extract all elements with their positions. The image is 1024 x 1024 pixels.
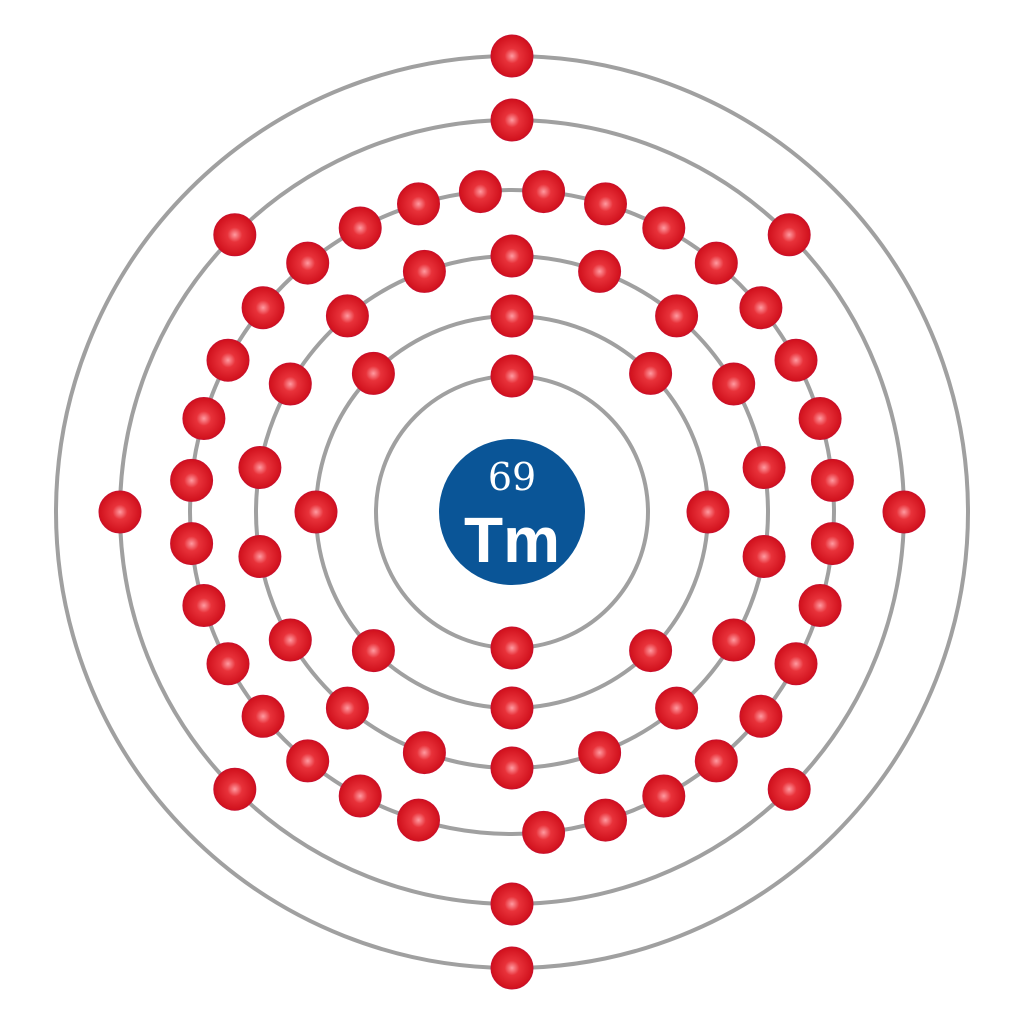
electron-shell-3-15 [238, 446, 282, 489]
electron-shell-1-1 [490, 354, 534, 398]
electron-shell-4-18 [338, 774, 382, 818]
electron-shell-5-1 [490, 98, 534, 142]
electron-shell-6-2 [490, 946, 534, 990]
electron-shell-4-1 [522, 170, 566, 214]
electron-shell-3-2 [578, 249, 622, 293]
electron-shell-5-2 [767, 213, 811, 257]
electron-shell-3-3 [655, 294, 699, 338]
electron-shell-5-6 [213, 767, 257, 811]
electron-shell-5-8 [213, 213, 257, 257]
electron-shell-4-30 [397, 182, 440, 226]
electron-shell-5-4 [767, 767, 811, 811]
electron-shell-3-18 [402, 249, 446, 293]
electron-shell-4-11 [774, 642, 818, 686]
electron-shell-3-16 [268, 362, 312, 406]
electron-shell-4-28 [286, 241, 330, 285]
electron-shell-4-12 [739, 694, 783, 738]
electron-shell-4-22 [182, 584, 226, 627]
electron-shell-4-8 [810, 458, 854, 502]
electron-shell-4-7 [798, 397, 842, 440]
electron-shell-2-2 [629, 351, 673, 395]
electron-shell-4-13 [694, 739, 738, 783]
electron-shell-3-8 [655, 686, 699, 730]
electron-shell-1-2 [490, 626, 534, 670]
electron-shell-5-5 [490, 882, 534, 926]
electron-shell-4-20 [241, 694, 285, 738]
electron-shell-4-2 [584, 182, 627, 226]
electron-shell-4-27 [241, 286, 285, 330]
electron-shell-3-4 [712, 362, 756, 406]
electron-shell-4-26 [206, 338, 250, 382]
electron-shell-2-3 [686, 490, 730, 534]
electron-shell-4-3 [642, 206, 686, 250]
electron-shell-3-13 [268, 618, 312, 662]
electron-shell-4-17 [397, 798, 440, 842]
electron-shell-4-10 [798, 584, 842, 627]
electron-shell-3-12 [325, 686, 369, 730]
electron-shell-2-6 [351, 629, 395, 673]
electron-shell-3-7 [712, 618, 756, 662]
electron-shell-2-5 [490, 686, 534, 730]
electron-shell-4-16 [522, 810, 566, 854]
nucleus: 69 Tm [439, 439, 585, 585]
electron-shell-4-4 [694, 241, 738, 285]
electron-shell-2-4 [629, 629, 673, 673]
electron-shell-6-1 [490, 34, 534, 78]
electron-shell-2-7 [294, 490, 338, 534]
electron-shell-4-5 [739, 286, 783, 330]
shell-4 [188, 188, 836, 836]
electron-shell-4-14 [642, 774, 686, 818]
electron-shell-3-17 [325, 294, 369, 338]
electron-shell-3-1 [490, 234, 534, 278]
electron-shell-5-3 [882, 490, 926, 534]
electrons-layer [98, 34, 926, 990]
electron-shell-4-9 [810, 522, 854, 566]
electron-shell-2-1 [490, 294, 534, 338]
electron-shell-3-10 [490, 746, 534, 790]
atomic-number: 69 [488, 455, 536, 499]
electron-shell-5-7 [98, 490, 142, 534]
electron-shell-3-9 [578, 731, 622, 775]
electron-shell-4-15 [584, 798, 627, 842]
electron-shell-4-19 [286, 739, 330, 783]
element-symbol: Tm [464, 504, 560, 576]
electron-shell-4-31 [458, 170, 502, 214]
electron-shell-4-23 [170, 522, 214, 566]
electron-shell-4-29 [338, 206, 382, 250]
nucleus-circle [439, 439, 585, 585]
electron-shell-4-21 [206, 642, 250, 686]
electron-shell-3-5 [742, 446, 786, 489]
electron-shell-2-8 [351, 351, 395, 395]
electron-shell-4-24 [170, 458, 214, 502]
electron-shell-3-11 [402, 731, 446, 775]
electron-shell-3-14 [238, 535, 282, 578]
electron-shell-3-6 [742, 535, 786, 578]
electron-shell-4-25 [182, 397, 226, 440]
electron-shell-4-6 [774, 338, 818, 382]
